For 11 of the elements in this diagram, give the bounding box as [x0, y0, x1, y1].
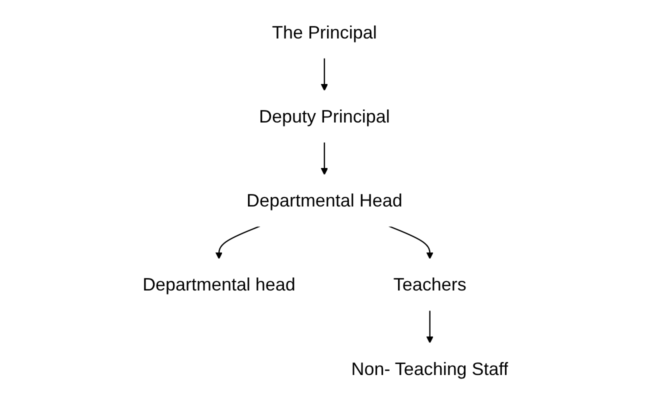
node-text: The Principal: [272, 22, 377, 42]
node-text: Teachers: [393, 274, 466, 295]
node-text: Deputy Principal: [259, 106, 390, 127]
arrow: [426, 310, 434, 344]
arrow: [320, 142, 328, 176]
arrow: [215, 226, 260, 260]
arrow: [388, 226, 434, 260]
node-text: Non- Teaching Staff: [351, 358, 508, 379]
node-text: Departmental Head: [246, 190, 402, 211]
node-text: Departmental head: [142, 274, 296, 295]
arrow: [320, 58, 328, 91]
